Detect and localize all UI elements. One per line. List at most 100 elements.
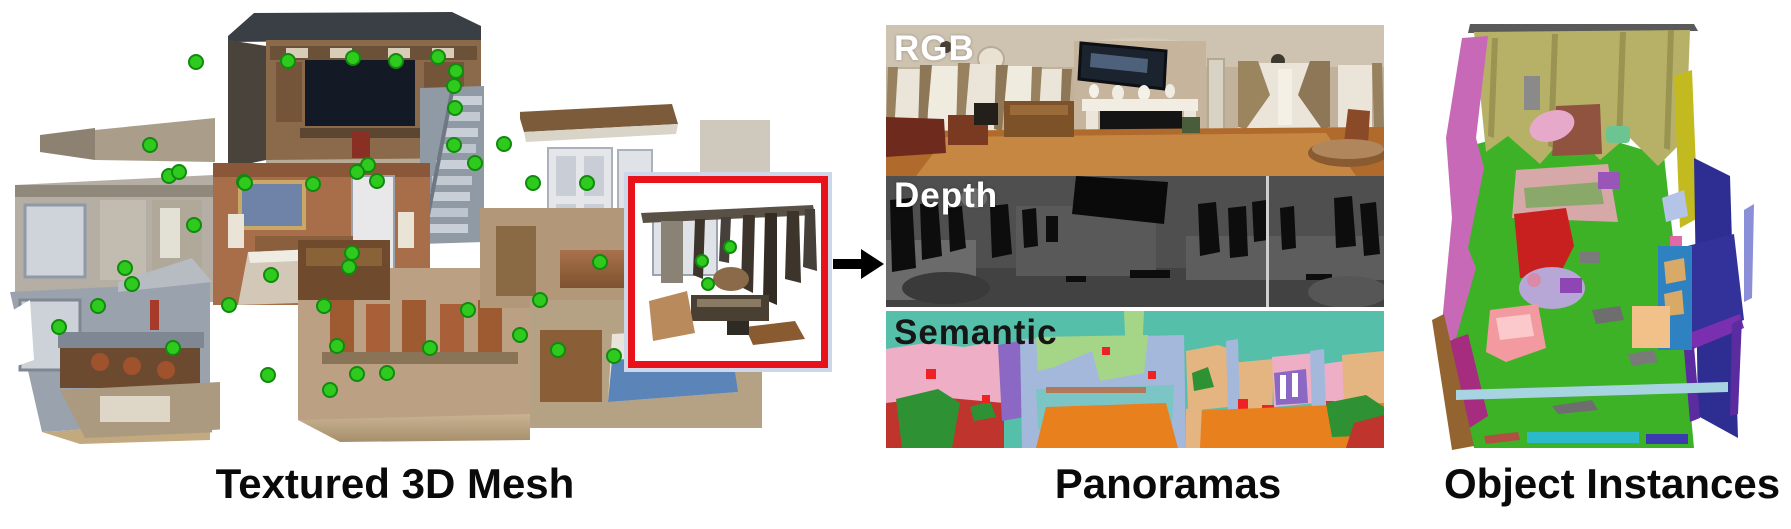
pano-dot [341,259,357,275]
curtain-fold [1488,38,1498,138]
depth-panorama-render [886,176,1384,307]
pano-dot [345,50,361,66]
crescent-pink [1529,110,1575,142]
pano-dot [446,137,462,153]
semantic-label: Semantic [894,313,1058,352]
stool-mint [1606,126,1630,143]
pano-dot [525,175,541,191]
pano-dot [579,175,595,191]
pano-dot [117,260,133,276]
strip-cyan [1527,432,1639,443]
pano-dot [263,267,279,283]
pink-bit [1527,273,1541,287]
chair-salmon-seat [1496,314,1534,340]
pano-dot [701,277,715,291]
pano-dot [280,53,296,69]
pano-dot [90,298,106,314]
cushion-purple [1598,172,1620,189]
trim-brown [1432,314,1474,450]
pano-dot [496,136,512,152]
curtain-yellow [1674,70,1698,228]
highlighted-room-box [628,176,828,368]
pano-dot [186,217,202,233]
pano-dot [723,240,737,254]
rgb-panorama-render [886,25,1384,176]
desk-frame-purple [1682,314,1744,352]
pano-dot [512,327,528,343]
object-instances-render [1432,24,1754,450]
curtain-fold [1616,32,1626,144]
highlight-inset-frame [624,172,832,372]
gray-debris [1552,400,1598,414]
inset-capture-dots [695,240,737,291]
pano-dot [329,338,345,354]
sofa-sage-blanket [1524,182,1604,208]
staircase [420,86,484,244]
gray-object [1524,76,1540,110]
cloth-periwinkle [1662,190,1688,222]
gray-object [1580,252,1600,263]
pano-dot [221,297,237,313]
rgb-label: RGB [894,29,975,68]
semantic-panorama: Semantic [886,311,1384,448]
depth-label: Depth [894,176,999,215]
pano-dot [51,319,67,335]
panorama-capture-dots [51,49,706,398]
pillow-purple [1560,278,1582,293]
pano-dot [349,164,365,180]
pano-dot [171,164,187,180]
pano-dot [165,340,181,356]
pano-dot [460,302,476,318]
pano-dot [606,348,622,364]
mesh-gap [212,424,300,450]
panoramas-caption: Panoramas [1054,460,1282,507]
pano-dot [188,54,204,70]
highlighted-room-render [641,205,817,345]
pano-dot [379,365,395,381]
pano-dot [237,175,253,191]
wall-orchid [1440,36,1488,344]
attic-eave [40,128,95,160]
pano-dot [124,276,140,292]
objects-caption: Object Instances [1443,460,1781,507]
pano-dot [447,100,463,116]
sliver-periwinkle [1744,204,1754,302]
floor-sheen [916,133,1356,176]
pano-dot [349,366,365,382]
pano-dot [322,382,338,398]
gray-object [1592,306,1624,324]
arrow-icon [833,249,884,279]
pano-dot [344,245,360,261]
pano-dot [305,176,321,192]
rgb-panorama: RGB [886,25,1384,176]
panoramas-panel: RGB [886,25,1384,448]
pano-dot [388,53,404,69]
pano-dot [430,49,446,65]
shelf-item-pink [1670,236,1682,246]
pano-dot [448,63,464,79]
pano-dot [260,367,276,383]
pano-dot [422,340,438,356]
pano-dot [360,157,376,173]
furniture [886,101,1384,167]
band-lightblue [1456,382,1728,400]
pano-dot [142,137,158,153]
curtains-khaki [1474,30,1690,166]
desk-leg-purple [1730,318,1742,416]
strip-rust [1484,432,1520,444]
box-peach [1632,306,1670,348]
pano-dot [316,298,332,314]
pano-dot [446,78,462,94]
pano-dot [532,292,548,308]
mesh-gap [0,300,34,372]
strip-navy [1646,434,1688,444]
pano-dot [467,155,483,171]
depth-panorama: Depth [886,176,1384,307]
mesh-caption: Textured 3D Mesh [215,460,575,507]
chair-red [1514,208,1574,278]
curtain-fold [1664,30,1674,150]
semantic-panorama-render [886,311,1384,448]
pano-dot [550,342,566,358]
lower-left-bedroom [60,382,220,438]
